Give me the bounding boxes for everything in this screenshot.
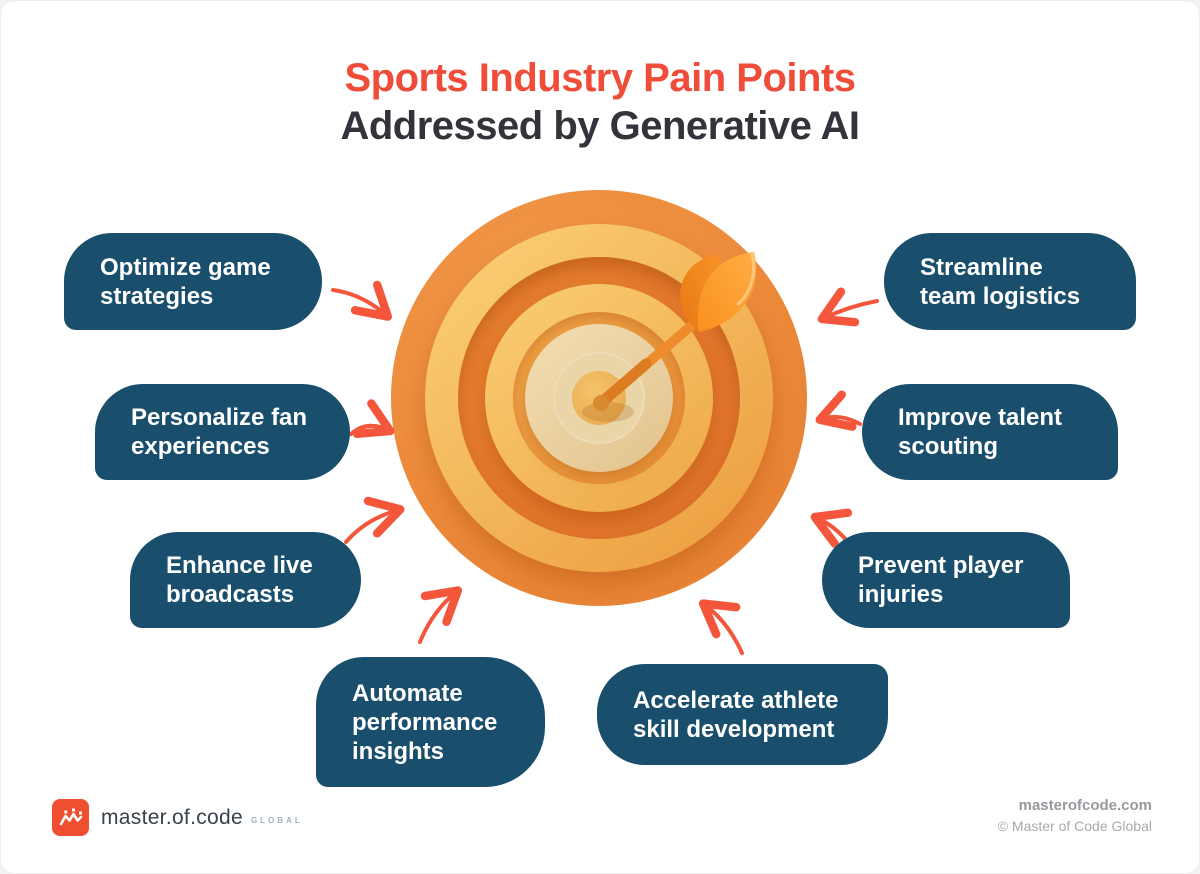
pain-point-optimize-game-strategies: Optimize game strategies: [64, 233, 322, 330]
brand-suffix: GLOBAL: [250, 816, 303, 825]
crown-zigzag-icon: [52, 799, 89, 836]
pain-point-automate-performance-insights: Automate performance insights: [316, 657, 545, 787]
pain-point-label: Automate performance insights: [352, 679, 498, 765]
title-line-dark: Addressed by Generative AI: [340, 104, 860, 148]
pain-point-prevent-player-injuries: Prevent player injuries: [822, 532, 1070, 628]
target-bullseye: [572, 371, 626, 425]
brand-name: master.of.code: [101, 805, 243, 829]
arrow-enhance-icon: [344, 496, 405, 544]
arrow-personalize-icon: [349, 399, 395, 439]
pain-point-label: Accelerate athlete skill development: [633, 686, 839, 743]
arrow-automate-icon: [418, 586, 463, 644]
pain-point-enhance-live-broadcasts: Enhance live broadcasts: [130, 532, 361, 628]
pain-point-improve-talent-scouting: Improve talent scouting: [862, 384, 1118, 480]
copyright-text: © Master of Code Global: [997, 818, 1152, 834]
pain-point-label: Enhance live broadcasts: [166, 552, 313, 608]
pain-point-streamline-team-logistics: Streamline team logistics: [884, 233, 1136, 330]
title-line-accent: Sports Industry Pain Points: [344, 56, 856, 100]
arrow-improve-icon: [815, 390, 862, 431]
page-title: Sports Industry Pain Points Addressed by…: [0, 54, 1200, 150]
footer-credits: masterofcode.com © Master of Code Global: [998, 796, 1152, 836]
arrow-optimize-icon: [331, 280, 393, 321]
pain-point-personalize-fan-experiences: Personalize fan experiences: [95, 384, 350, 480]
pain-point-accelerate-athlete-skill-development: Accelerate athlete skill development: [597, 664, 888, 765]
brand-logo: master.of.code GLOBAL: [52, 799, 303, 836]
arrow-accelerate-icon: [698, 599, 744, 655]
website-url: masterofcode.com: [1018, 797, 1152, 814]
pain-point-label: Streamline team logistics: [920, 253, 1081, 310]
pain-point-label: Personalize fan experiences: [131, 404, 308, 460]
pain-point-label: Improve talent scouting: [898, 404, 1063, 460]
pain-point-label: Optimize game strategies: [100, 253, 271, 310]
arrow-streamline-icon: [817, 287, 879, 327]
pain-point-label: Prevent player injuries: [858, 552, 1024, 608]
